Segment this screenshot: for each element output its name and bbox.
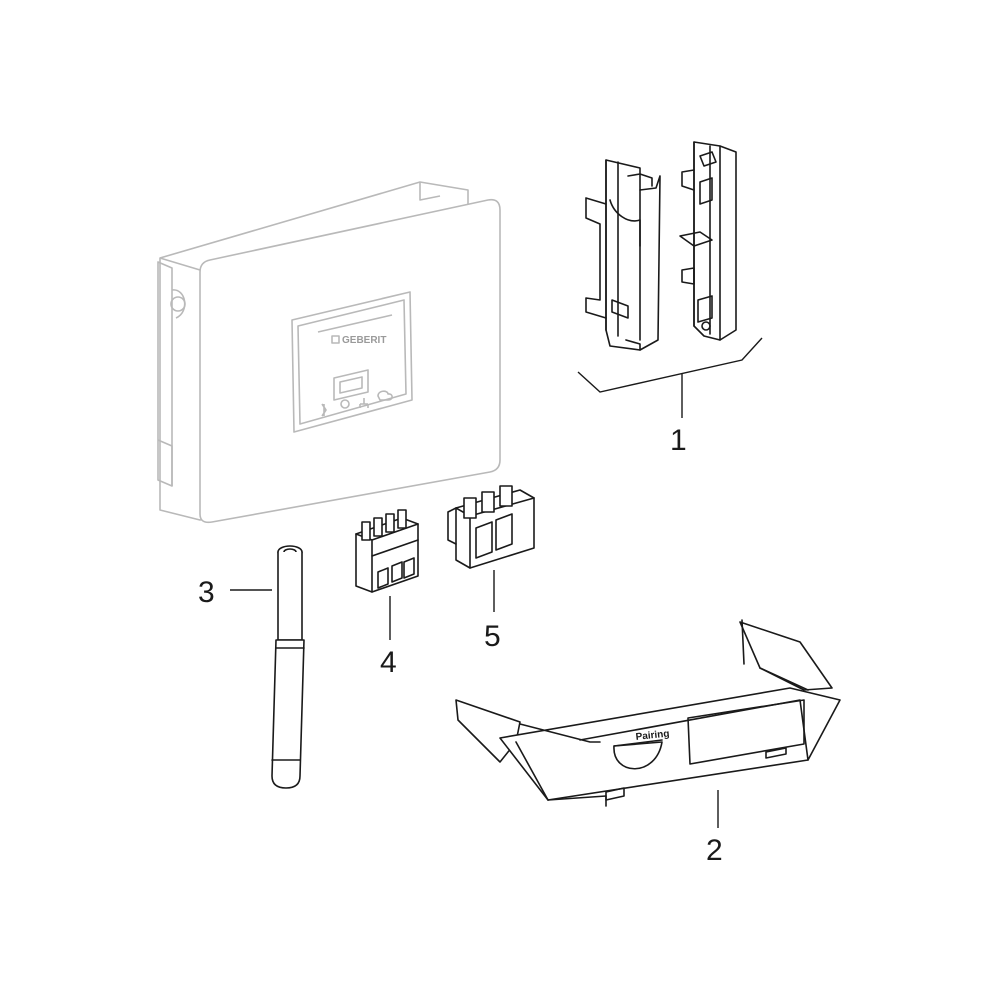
item-5-terminal-connector: 5 bbox=[447, 485, 535, 653]
item-1-mounting-brackets: 1 bbox=[577, 141, 763, 457]
item-2-pairing-frame: Pairing 2 bbox=[455, 619, 841, 867]
callout-1: 1 bbox=[670, 424, 687, 457]
callout-3: 3 bbox=[198, 576, 215, 609]
item-3-antenna: 3 bbox=[198, 545, 305, 789]
status-icons bbox=[321, 390, 393, 417]
callout-2: 2 bbox=[706, 834, 723, 867]
control-box-ghost: GEBERIT bbox=[157, 181, 501, 524]
callout-4: 4 bbox=[380, 646, 397, 679]
brand-label: GEBERIT bbox=[342, 335, 386, 346]
callout-5: 5 bbox=[484, 620, 501, 653]
item-4-terminal-connector: 4 bbox=[355, 509, 419, 679]
